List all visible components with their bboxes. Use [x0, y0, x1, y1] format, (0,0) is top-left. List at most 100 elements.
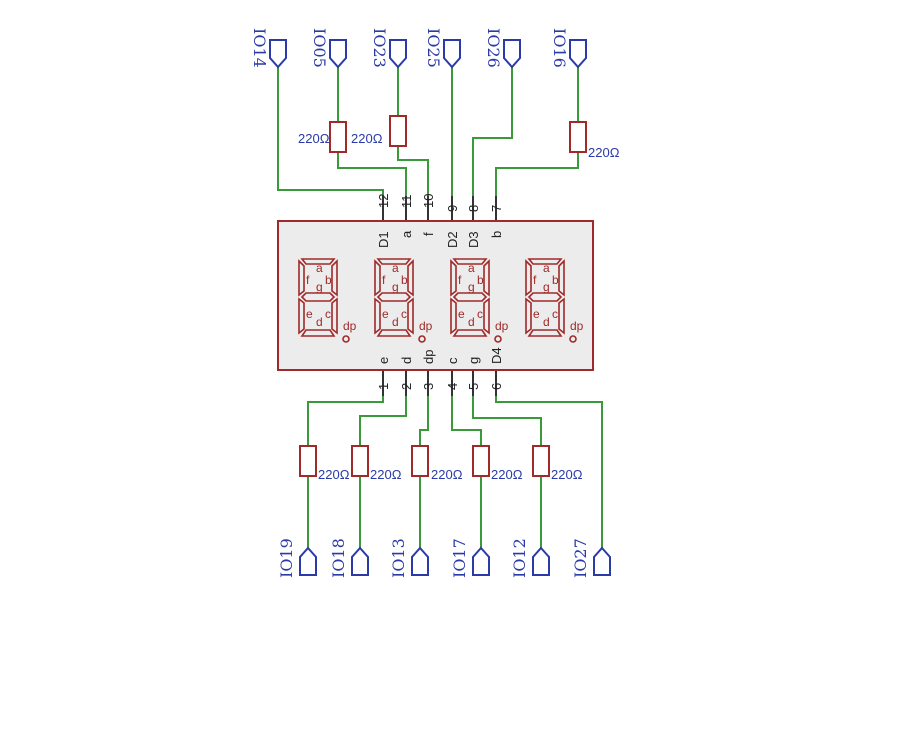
- segment-b: [483, 259, 490, 297]
- port-io25-symbol[interactable]: [443, 39, 461, 69]
- segment-label-a: a: [316, 261, 323, 275]
- segment-label-b: b: [401, 273, 408, 287]
- segment-label-d: d: [316, 315, 323, 329]
- resistor-label-io12: 220Ω: [551, 467, 583, 482]
- digit-1: a f b g e c d dp: [298, 258, 357, 343]
- top-ports: IO14 IO05 IO23 IO25 IO26 IO16: [250, 28, 587, 69]
- resistor-io16[interactable]: [569, 121, 587, 153]
- pin-name-f: f: [421, 232, 436, 236]
- segment-label-g: g: [316, 280, 323, 294]
- pin-name-dp: dp: [421, 350, 436, 364]
- segment-label-b: b: [325, 273, 332, 287]
- net-label-io25: IO25: [424, 28, 443, 68]
- port-io05[interactable]: IO05: [310, 28, 347, 69]
- top-pin-names: D1 a f D2 D3 b: [376, 230, 504, 248]
- port-io12-symbol[interactable]: [532, 546, 550, 576]
- resistor-label-io19: 220Ω: [318, 467, 350, 482]
- pin-number-12: 12: [376, 194, 391, 208]
- port-io27[interactable]: IO27: [571, 538, 611, 578]
- resistor-io17[interactable]: [472, 445, 490, 477]
- digit-2: a f b g e c d dp: [374, 258, 433, 343]
- segment-label-e: e: [382, 307, 389, 321]
- port-io05-symbol[interactable]: [329, 39, 347, 69]
- bottom-ports: IO19 IO18 IO13 IO17 IO12 IO27: [277, 538, 611, 578]
- segment-e: [450, 297, 457, 335]
- segment-label-d: d: [543, 315, 550, 329]
- port-io14-symbol[interactable]: [269, 39, 287, 69]
- digit-segments: [450, 258, 490, 337]
- bottom-pin-numbers: 1 2 3 4 5 6: [376, 383, 504, 390]
- decimal-point: [569, 335, 577, 343]
- bottom-pin-names: e d dp c g D4: [376, 347, 504, 364]
- segment-a: [300, 258, 336, 265]
- segment-g: [452, 292, 488, 302]
- segment-b: [331, 259, 338, 297]
- segment-label-b: b: [477, 273, 484, 287]
- pin-name-c: c: [445, 357, 460, 364]
- segment-label-e: e: [306, 307, 313, 321]
- pin-number-3: 3: [421, 383, 436, 390]
- port-io16-symbol[interactable]: [569, 39, 587, 69]
- port-io17-symbol[interactable]: [472, 546, 490, 576]
- segment-d: [376, 329, 412, 337]
- port-io13-symbol[interactable]: [411, 546, 429, 576]
- digit-segments: [298, 258, 338, 337]
- net-label-io16: IO16: [550, 28, 569, 68]
- resistor-io13[interactable]: [411, 445, 429, 477]
- pin-name-D3: D3: [466, 231, 481, 248]
- segment-f: [525, 259, 532, 297]
- segment-e: [525, 297, 532, 335]
- digit-segments: [374, 258, 414, 337]
- net-label-io18: IO18: [329, 538, 348, 578]
- segment-label-a: a: [543, 261, 550, 275]
- port-io13[interactable]: IO13: [389, 538, 429, 578]
- segment-label-c: c: [401, 307, 407, 321]
- wire-io16-low: [495, 152, 579, 221]
- port-io26-symbol[interactable]: [503, 39, 521, 69]
- segment-label-e: e: [458, 307, 465, 321]
- pin-name-d: d: [399, 357, 414, 364]
- port-io18-symbol[interactable]: [351, 546, 369, 576]
- wire-io23-low: [397, 146, 429, 221]
- wire-io13: [419, 370, 429, 446]
- seven-segment-display[interactable]: [277, 220, 594, 371]
- resistor-io19[interactable]: [299, 445, 317, 477]
- port-io17[interactable]: IO17: [450, 538, 490, 578]
- resistor-io12[interactable]: [532, 445, 550, 477]
- pin-number-7: 7: [489, 205, 504, 212]
- net-label-io27: IO27: [571, 538, 590, 578]
- pin-number-9: 9: [445, 205, 460, 212]
- segment-label-d: d: [392, 315, 399, 329]
- resistor-io18[interactable]: [351, 445, 369, 477]
- segment-label-c: c: [552, 307, 558, 321]
- net-label-io26: IO26: [484, 28, 503, 68]
- net-label-io12: IO12: [510, 538, 529, 578]
- port-io14[interactable]: IO14: [250, 28, 287, 69]
- segment-d: [527, 329, 563, 337]
- port-io19-symbol[interactable]: [299, 546, 317, 576]
- resistor-io05[interactable]: [329, 121, 347, 153]
- segment-label-g: g: [543, 280, 550, 294]
- net-label-io13: IO13: [389, 538, 408, 578]
- segment-label-f: f: [533, 273, 537, 287]
- port-io19[interactable]: IO19: [277, 538, 317, 578]
- resistor-label-io16: 220Ω: [588, 145, 620, 160]
- segment-c: [407, 297, 414, 335]
- segment-c: [483, 297, 490, 335]
- net-label-io17: IO17: [450, 538, 469, 578]
- port-io12[interactable]: IO12: [510, 538, 550, 578]
- port-io27-symbol[interactable]: [593, 546, 611, 576]
- pin-name-b: b: [489, 231, 504, 238]
- port-io23[interactable]: IO23: [370, 28, 407, 69]
- port-io23-symbol[interactable]: [389, 39, 407, 69]
- segment-label-b: b: [552, 273, 559, 287]
- decimal-point: [342, 335, 350, 343]
- resistor-io23[interactable]: [389, 115, 407, 147]
- port-io26[interactable]: IO26: [484, 28, 521, 69]
- port-io25[interactable]: IO25: [424, 28, 461, 69]
- segment-c: [558, 297, 565, 335]
- wire-io19: [307, 370, 384, 446]
- port-io16[interactable]: IO16: [550, 28, 587, 69]
- port-io18[interactable]: IO18: [329, 538, 369, 578]
